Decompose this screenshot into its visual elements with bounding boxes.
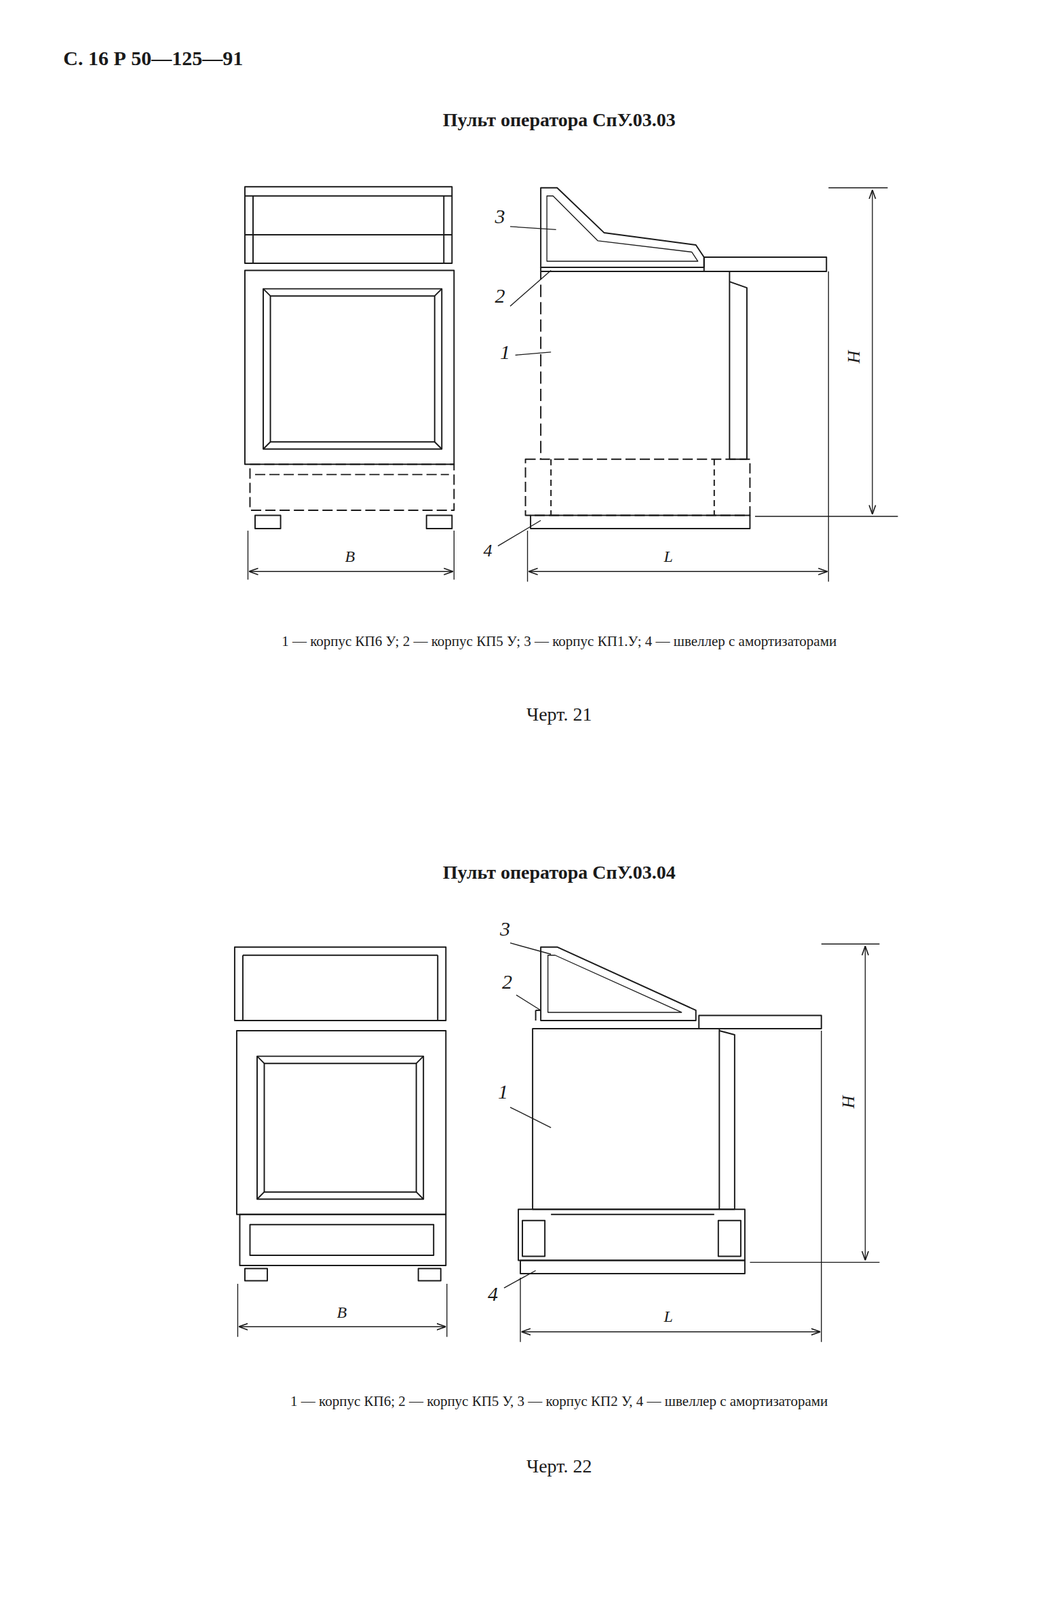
dimension-label: В xyxy=(336,1302,347,1323)
figure-title: Пульт оператора СпУ.03.03 xyxy=(443,109,676,133)
callout-number: 1 xyxy=(497,1079,509,1104)
figure-number: Черт. 22 xyxy=(526,1454,592,1478)
callout-number: 3 xyxy=(499,916,511,941)
front-view xyxy=(244,186,454,580)
dimension-label: H xyxy=(838,1093,860,1111)
callout-number: 2 xyxy=(502,969,513,994)
front-view xyxy=(234,947,448,1338)
figure-caption: 1 — корпус КП6; 2 — корпус КП5 У, 3 — ко… xyxy=(267,1393,851,1411)
figure-caption: 1 — корпус КП6 У; 2 — корпус КП5 У; 3 — … xyxy=(260,632,858,650)
callout-number: 4 xyxy=(483,540,492,562)
callout-number: 2 xyxy=(494,283,505,308)
callout-number: 4 xyxy=(487,1281,498,1306)
side-view xyxy=(497,187,899,583)
callout-number: 1 xyxy=(499,339,511,365)
dimension-label: L xyxy=(663,1306,673,1327)
side-view xyxy=(504,942,880,1342)
dimension-label: H xyxy=(843,348,865,366)
dimension-label: В xyxy=(345,546,356,566)
figure-title: Пульт оператора СпУ.03.04 xyxy=(443,860,676,884)
callout-number: 3 xyxy=(494,204,505,229)
figure-number: Черт. 21 xyxy=(526,702,592,726)
page-header: С. 16 Р 50—125—91 xyxy=(63,46,243,71)
dimension-label: L xyxy=(663,546,673,566)
